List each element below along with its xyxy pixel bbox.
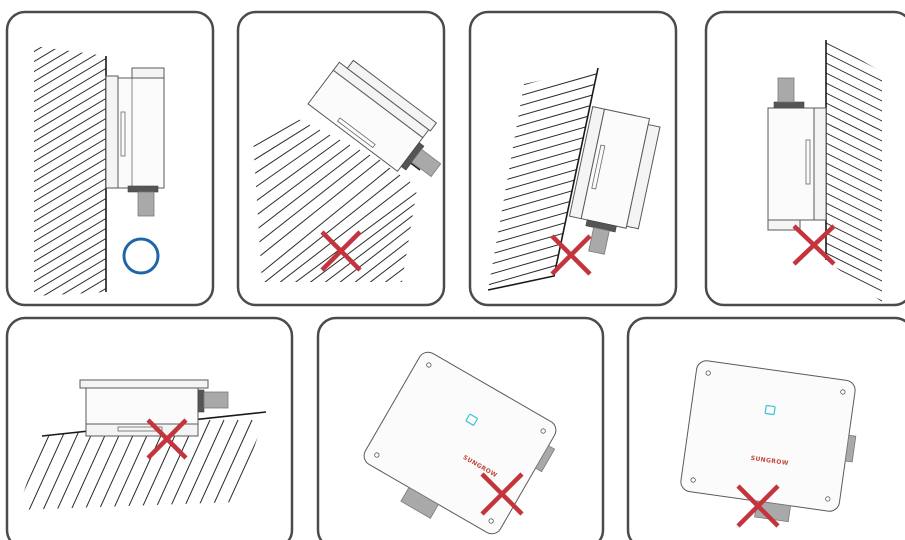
inverter-front-body bbox=[680, 360, 857, 513]
cable-connector bbox=[138, 192, 154, 216]
panel-rotated-counterclockwise: SUNGROW bbox=[628, 318, 905, 540]
panel-upside-down-wall bbox=[706, 12, 905, 330]
inverter-body bbox=[86, 388, 198, 424]
bottom-terminals bbox=[774, 102, 804, 108]
panel-lying-flat-ground bbox=[6, 318, 294, 540]
inverter-body bbox=[768, 108, 814, 220]
panel-vertical-wall bbox=[7, 0, 213, 360]
bottom-terminals bbox=[128, 186, 158, 192]
inverter-top-lid bbox=[80, 380, 208, 388]
cable-connector bbox=[778, 78, 794, 102]
panel-rotated-clockwise: SUNGROW bbox=[318, 318, 603, 540]
bottom-terminals bbox=[198, 390, 204, 412]
mounting-bracket bbox=[814, 108, 826, 220]
panel-tilted-forward-wall bbox=[470, 12, 676, 320]
inverter-top-lid bbox=[132, 68, 164, 78]
mounting-bracket bbox=[106, 76, 118, 188]
panel-tilted-backward bbox=[230, 12, 459, 305]
cable-connector bbox=[204, 392, 228, 408]
